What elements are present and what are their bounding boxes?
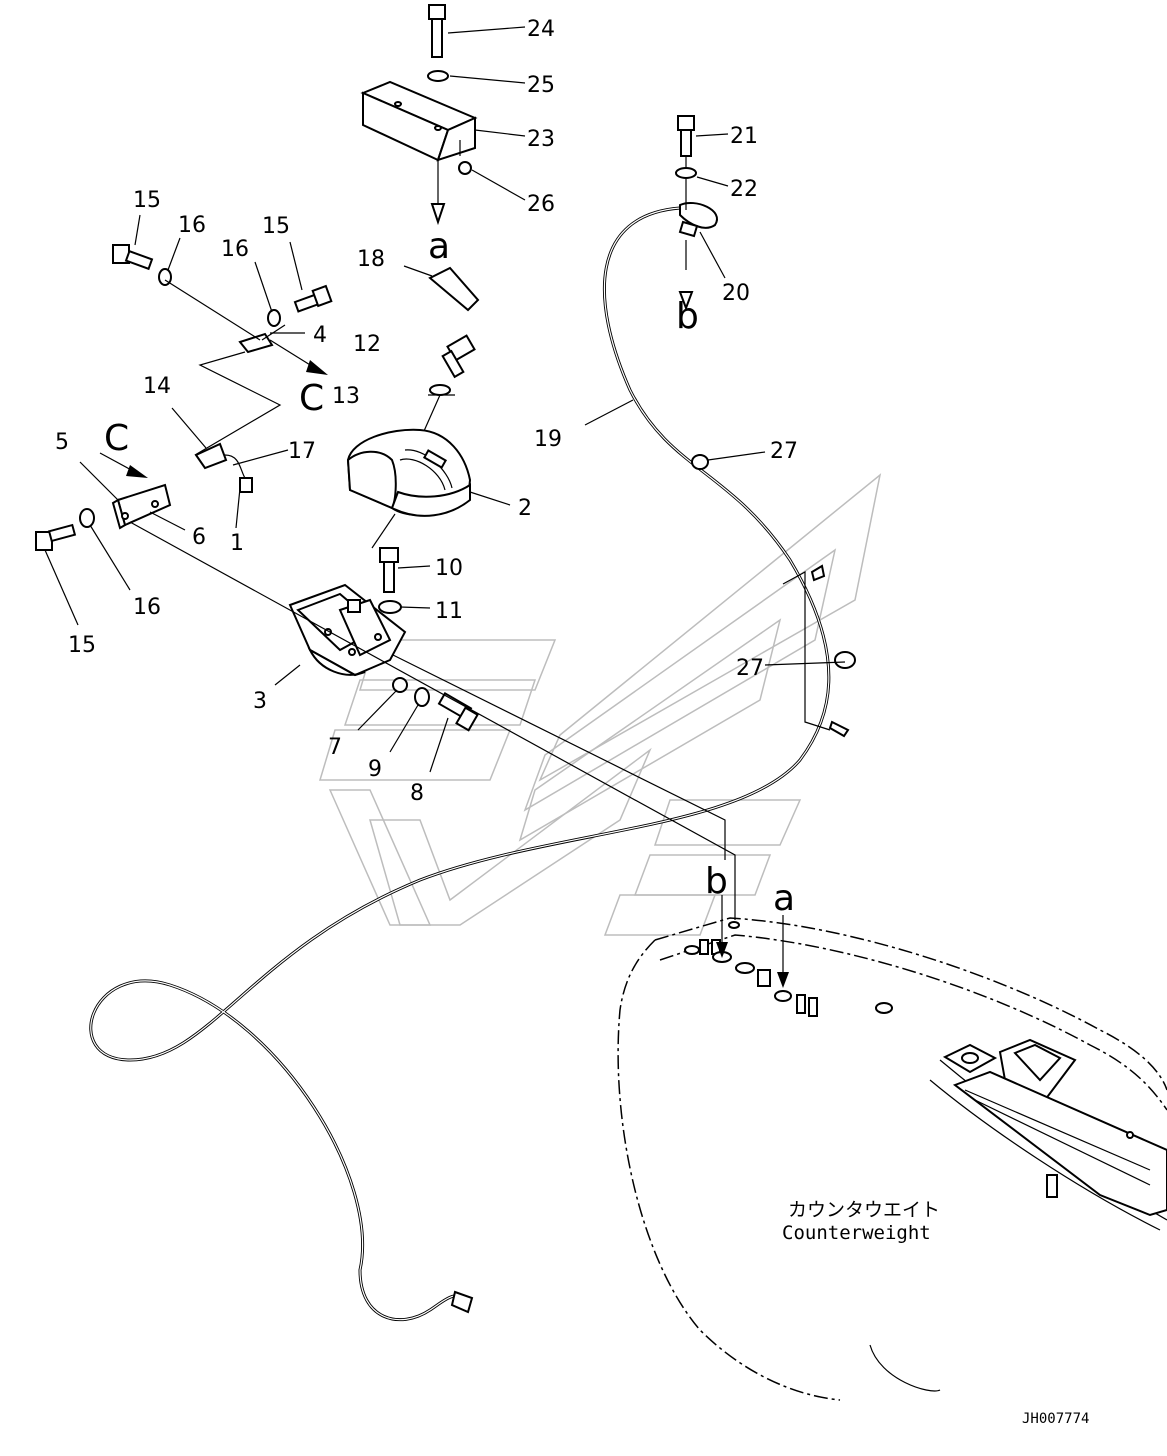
label-part-27-bottom: 27 <box>736 656 764 681</box>
label-part-5: 5 <box>55 430 69 455</box>
label-part-25: 25 <box>527 73 555 98</box>
view-ref-b-top: b <box>676 296 699 337</box>
view-ref-b-bottom: b <box>705 861 728 902</box>
view-ref-c-top: C <box>299 378 324 419</box>
label-part-15-bottom: 15 <box>68 633 96 658</box>
counterweight-features <box>684 921 1167 1217</box>
counterweight-label-en: Counterweight <box>782 1222 931 1244</box>
label-part-2: 2 <box>518 496 532 521</box>
monitor-2 <box>346 428 472 549</box>
counterweight-label-jp: カウンタウエイト <box>788 1199 940 1221</box>
part-number-labels: 24 25 23 26 21 22 20 18 12 13 19 27 27 2… <box>55 17 798 806</box>
label-part-16-top-left: 16 <box>178 213 206 238</box>
label-part-26: 26 <box>527 192 555 217</box>
view-reference-letters: a b C C b a <box>104 226 795 919</box>
watermark-logo <box>318 473 882 936</box>
label-part-7: 7 <box>328 735 342 760</box>
label-part-24: 24 <box>527 17 555 42</box>
arrows <box>99 339 789 988</box>
label-part-8: 8 <box>410 781 424 806</box>
label-part-17: 17 <box>288 439 316 464</box>
drawing-code: JH007774 <box>1022 1411 1089 1427</box>
label-part-21: 21 <box>730 124 758 149</box>
label-part-16-top-right: 16 <box>221 237 249 262</box>
view-ref-c-left: C <box>104 418 129 459</box>
label-part-14: 14 <box>143 374 171 399</box>
label-part-15-top-left: 15 <box>133 188 161 213</box>
label-part-4: 4 <box>313 323 327 348</box>
bracket-5-assembly <box>35 244 736 920</box>
cover-23-assembly <box>360 4 478 226</box>
label-part-22: 22 <box>730 177 758 202</box>
label-part-6: 6 <box>192 525 206 550</box>
label-part-16-bottom: 16 <box>133 595 161 620</box>
label-part-15-top-right: 15 <box>262 214 290 239</box>
label-part-10: 10 <box>435 556 463 581</box>
label-part-1: 1 <box>230 531 244 556</box>
label-part-23: 23 <box>527 127 555 152</box>
label-part-11: 11 <box>435 599 463 624</box>
label-part-27-top: 27 <box>770 439 798 464</box>
label-part-19: 19 <box>534 427 562 452</box>
bracket-3-assembly <box>288 547 479 732</box>
view-ref-a-bottom: a <box>773 878 795 919</box>
label-part-9: 9 <box>368 757 382 782</box>
bolt-12 <box>419 334 476 441</box>
clamps-27 <box>691 454 856 738</box>
bracket-20-assembly <box>675 115 718 311</box>
label-part-13: 13 <box>332 384 360 409</box>
view-ref-a-top: a <box>428 226 450 267</box>
leader-lines <box>44 26 846 773</box>
label-part-12: 12 <box>353 332 381 357</box>
label-part-20: 20 <box>722 281 750 306</box>
label-part-18: 18 <box>357 247 385 272</box>
part-18 <box>403 265 480 312</box>
label-part-3: 3 <box>253 689 267 714</box>
